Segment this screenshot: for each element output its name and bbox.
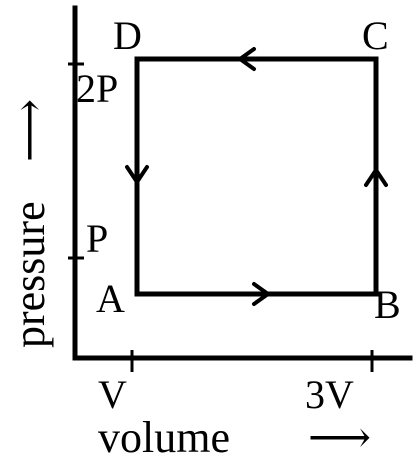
point-label-c: C	[362, 13, 389, 58]
arrow-left-icon	[238, 47, 256, 71]
point-label-d: D	[113, 13, 142, 58]
y-tick-label-p: P	[86, 216, 108, 261]
x-tick-label-v: V	[98, 372, 127, 417]
arrow-up-icon	[364, 168, 388, 187]
y-tick-label-2p: 2P	[76, 66, 118, 111]
arrow-down-icon	[125, 165, 149, 184]
x-axis-arrow-icon: ⟶	[308, 413, 371, 461]
point-label-b: B	[374, 282, 401, 327]
x-tick-label-3v: 3V	[305, 372, 354, 417]
x-axis-title: volume	[98, 413, 230, 461]
y-axis-title: pressure	[5, 201, 54, 348]
y-axis-arrow-icon: ⟶	[5, 99, 54, 162]
point-label-a: A	[96, 276, 125, 321]
arrow-right-icon	[252, 282, 270, 306]
